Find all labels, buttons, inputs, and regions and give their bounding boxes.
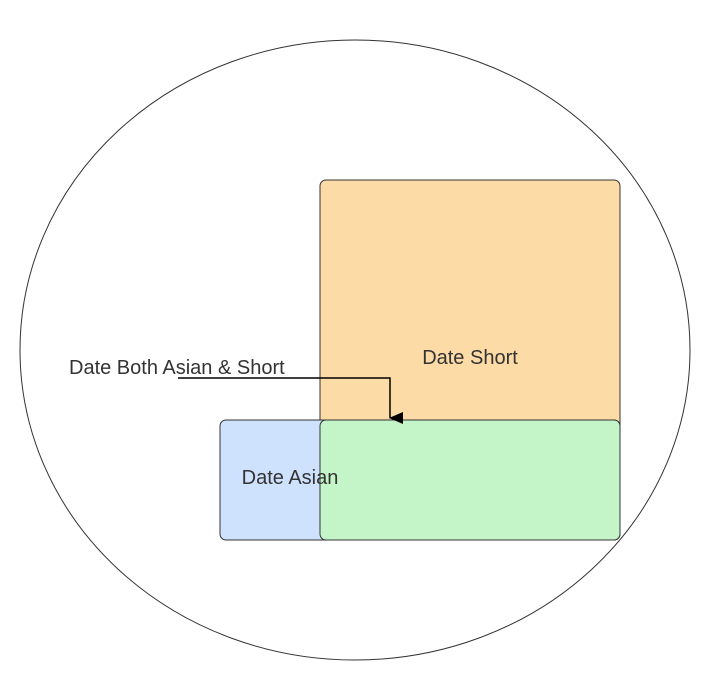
- date-asian-label: Date Asian: [242, 467, 339, 489]
- date-short-label: Date Short: [422, 347, 518, 369]
- overlap-annotation-label: Date Both Asian & Short: [69, 357, 285, 379]
- overlap-box: [319, 419, 621, 541]
- outer-ellipse: [19, 39, 691, 661]
- annotation-arrow: [178, 377, 403, 424]
